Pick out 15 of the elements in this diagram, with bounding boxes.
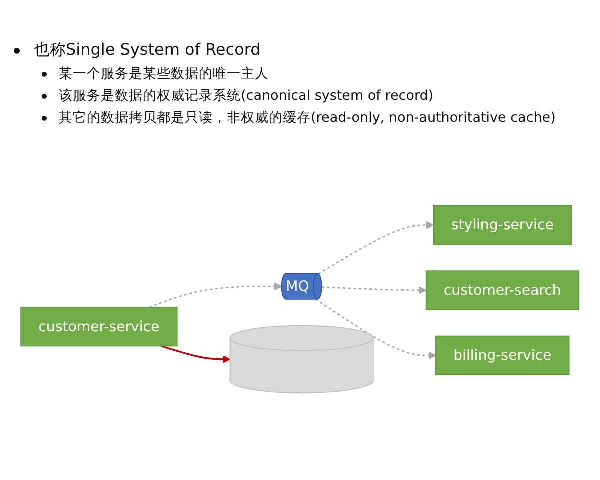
arrow (322, 286, 427, 294)
arrow (161, 345, 231, 364)
bullet-text: 该服务是数据的权威记录系统(canonical system of record) (59, 87, 434, 105)
node-box: customer-service (20, 307, 178, 347)
node-cylinder (230, 325, 374, 394)
arrow (318, 221, 434, 275)
node-box: customer-search (426, 270, 580, 310)
arrow (315, 298, 436, 360)
arrow (149, 282, 282, 308)
bullet-text: 某一个服务是某些数据的唯一主人 (59, 65, 269, 83)
bullet-text: 其它的数据拷贝都是只读，非权威的缓存(read-only, non-authoritative cache) (59, 109, 556, 127)
node-box: styling-service (433, 205, 572, 246)
node-text: MQ (286, 278, 310, 295)
bullet-text: 也称Single System of Record (34, 40, 261, 61)
node-box: billing-service (436, 336, 570, 376)
